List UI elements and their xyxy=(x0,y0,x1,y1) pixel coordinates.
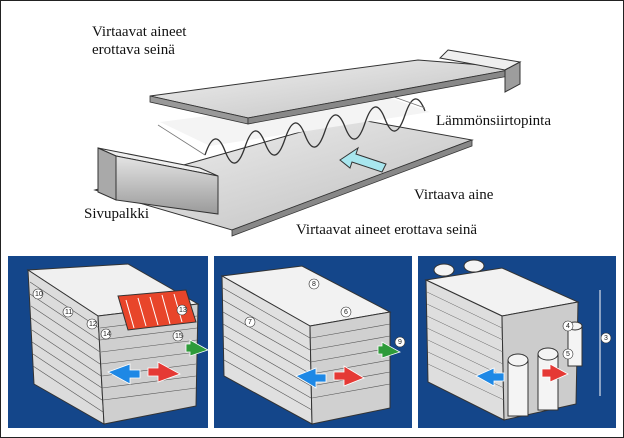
arrow-red xyxy=(333,365,365,387)
label-side-bar: Sivupalkki xyxy=(84,206,150,222)
label-heat-transfer-surface: Lämmönsiirtopinta xyxy=(436,113,551,129)
callouts: 8 6 7 9 xyxy=(244,278,406,348)
svg-text:8: 8 xyxy=(312,281,316,288)
header-tanks xyxy=(433,259,583,417)
arrow-green xyxy=(377,341,401,359)
label-separating-wall-bottom: Virtaavat aineet erottava seinä xyxy=(296,222,478,238)
svg-text:12: 12 xyxy=(89,321,97,328)
exploded-diagram: Virtaavat aineet erottava seinä Lämmönsi… xyxy=(84,24,551,238)
label-separating-wall-top: Virtaavat aineet erottava seinä xyxy=(92,24,187,58)
svg-text:14: 14 xyxy=(103,331,111,338)
arrow-green xyxy=(185,339,208,357)
svg-text:15: 15 xyxy=(175,333,183,340)
panel-core-stacked: 8 6 7 9 xyxy=(214,256,412,428)
svg-text:9: 9 xyxy=(398,339,402,346)
svg-text:5: 5 xyxy=(566,351,570,358)
svg-text:7: 7 xyxy=(248,319,252,326)
svg-text:10: 10 xyxy=(35,291,43,298)
arrow-red xyxy=(541,363,569,383)
callouts: 3 4 5 xyxy=(562,320,612,360)
arrow-blue xyxy=(295,367,327,389)
panel-core-with-headers: 3 4 5 xyxy=(418,256,616,428)
label-flowing-medium: Virtaava aine xyxy=(414,187,494,203)
flow-arrow xyxy=(339,146,387,173)
svg-text:11: 11 xyxy=(65,309,72,316)
svg-text:3: 3 xyxy=(604,335,608,342)
panel-core-cutaway: 10 11 12 13 14 15 xyxy=(8,256,208,428)
arrow-blue xyxy=(475,367,505,387)
callouts: 10 11 12 13 14 15 xyxy=(32,288,188,342)
svg-text:4: 4 xyxy=(566,323,570,330)
svg-text:6: 6 xyxy=(344,309,348,316)
arrow-red xyxy=(147,361,181,383)
svg-text:13: 13 xyxy=(179,307,187,314)
exposed-fins xyxy=(117,289,197,331)
arrow-blue xyxy=(107,363,141,385)
